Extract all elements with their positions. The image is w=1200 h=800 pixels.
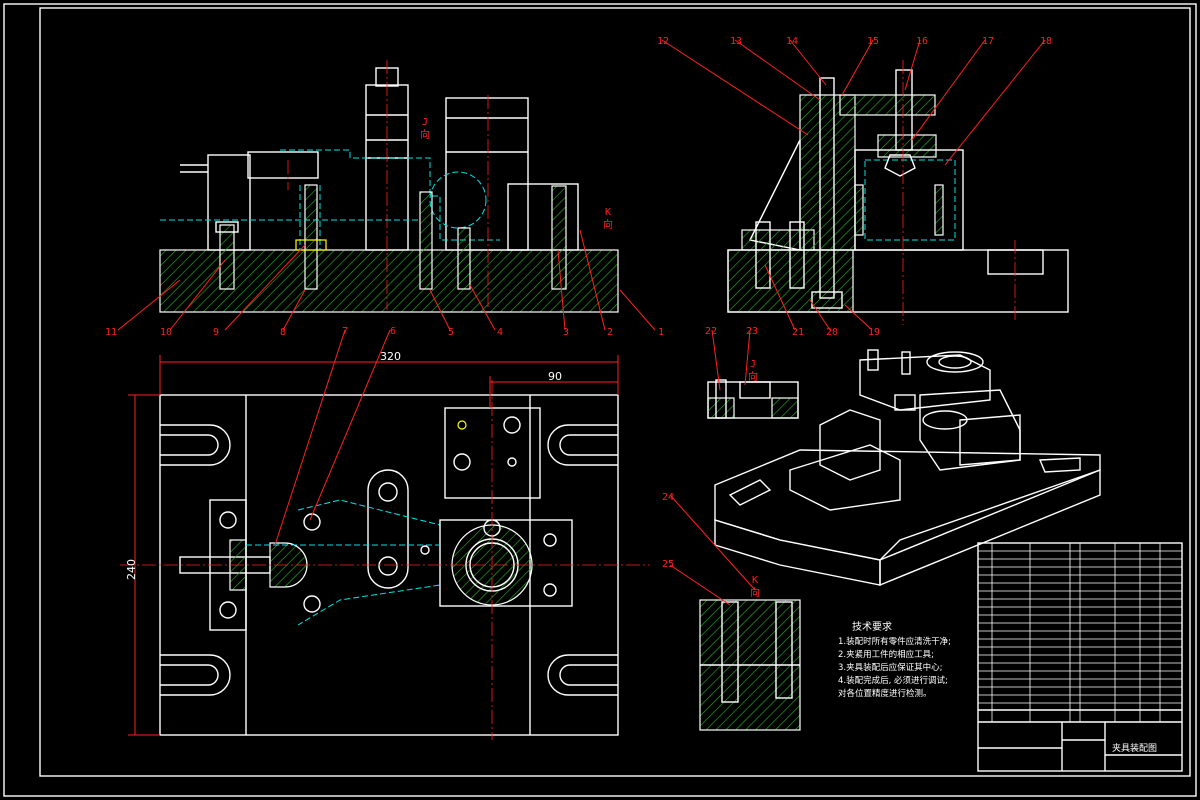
section-k-dir: 向 <box>603 218 613 231</box>
part-label-12: 12 <box>657 36 669 47</box>
tech-req-line: 3.夹具装配后应保证其中心; <box>838 663 943 673</box>
dim-overall-length: 320 <box>380 350 401 363</box>
section-j-detail <box>707 379 799 419</box>
part-label-2: 2 <box>607 327 613 338</box>
part-label-20: 20 <box>826 327 838 338</box>
title-block <box>977 542 1183 772</box>
part-label-16: 16 <box>916 36 928 47</box>
technical-requirements: 技术要求 1.装配时所有零件应清洗干净; 2.夹紧用工件的相应工具; 3.夹具装配后… <box>838 618 978 701</box>
section-k-detail <box>699 599 801 731</box>
isometric-view <box>714 349 1101 587</box>
part-label-14: 14 <box>786 36 798 47</box>
section-j-mark: J <box>422 117 428 128</box>
front-clamp-arm <box>247 151 319 179</box>
part-label-22: 22 <box>705 326 717 337</box>
side-column <box>799 94 856 251</box>
detail-j-mark: J <box>750 359 756 370</box>
part-label-18: 18 <box>1040 36 1052 47</box>
leader-lines <box>117 39 1046 606</box>
part-label-6: 6 <box>390 326 396 337</box>
part-label-4: 4 <box>497 327 503 338</box>
part-label-23: 23 <box>746 326 758 337</box>
tech-req-line: 1.装配时所有零件应清洗干净; <box>838 637 951 647</box>
part-label-5: 5 <box>448 327 454 338</box>
tech-req-line: 对各位置精度进行检测。 <box>838 689 932 699</box>
side-view <box>727 60 1069 325</box>
section-k-mark: K <box>605 207 611 218</box>
section-j-dir: 向 <box>420 128 430 141</box>
tech-req-title: 技术要求 <box>852 622 892 633</box>
dimension-lines <box>128 355 619 736</box>
part-label-19: 19 <box>868 327 880 338</box>
part-label-9: 9 <box>213 327 219 338</box>
part-label-11: 11 <box>105 327 117 338</box>
side-locating-block <box>854 149 964 251</box>
dim-offset: 90 <box>548 370 562 383</box>
detail-j-dir: 向 <box>748 370 758 383</box>
part-label-1: 1 <box>658 327 664 338</box>
part-label-7: 7 <box>342 326 348 337</box>
front-base-plate <box>159 249 619 313</box>
detail-k-dir: 向 <box>750 586 760 599</box>
part-label-21: 21 <box>792 327 804 338</box>
part-label-13: 13 <box>730 36 742 47</box>
title-block-name: 夹具装配图 <box>1112 742 1157 754</box>
part-label-25: 25 <box>662 559 674 570</box>
tech-req-list: 1.装配时所有零件应清洗干净; 2.夹紧用工件的相应工具; 3.夹具装配后应保证其中… <box>838 636 978 701</box>
part-label-15: 15 <box>867 36 879 47</box>
front-hidden-workpiece <box>280 149 500 241</box>
part-label-8: 8 <box>280 327 286 338</box>
dim-height: 240 <box>125 559 138 580</box>
top-locating-block <box>444 407 541 499</box>
outer-border <box>3 3 1197 797</box>
part-label-17: 17 <box>982 36 994 47</box>
part-label-24: 24 <box>662 492 674 503</box>
part-label-10: 10 <box>160 327 172 338</box>
tech-req-line: 4.装配完成后, 必须进行调试; <box>838 676 948 686</box>
part-label-3: 3 <box>563 327 569 338</box>
drawing-frame <box>39 7 1191 777</box>
top-view <box>120 380 650 740</box>
side-top-plate <box>839 94 936 116</box>
front-v-block <box>507 183 579 251</box>
front-locating-block <box>445 97 529 251</box>
tech-req-line: 2.夹紧用工件的相应工具; <box>838 650 934 660</box>
detail-k-mark: K <box>752 575 758 586</box>
front-view <box>159 60 619 313</box>
